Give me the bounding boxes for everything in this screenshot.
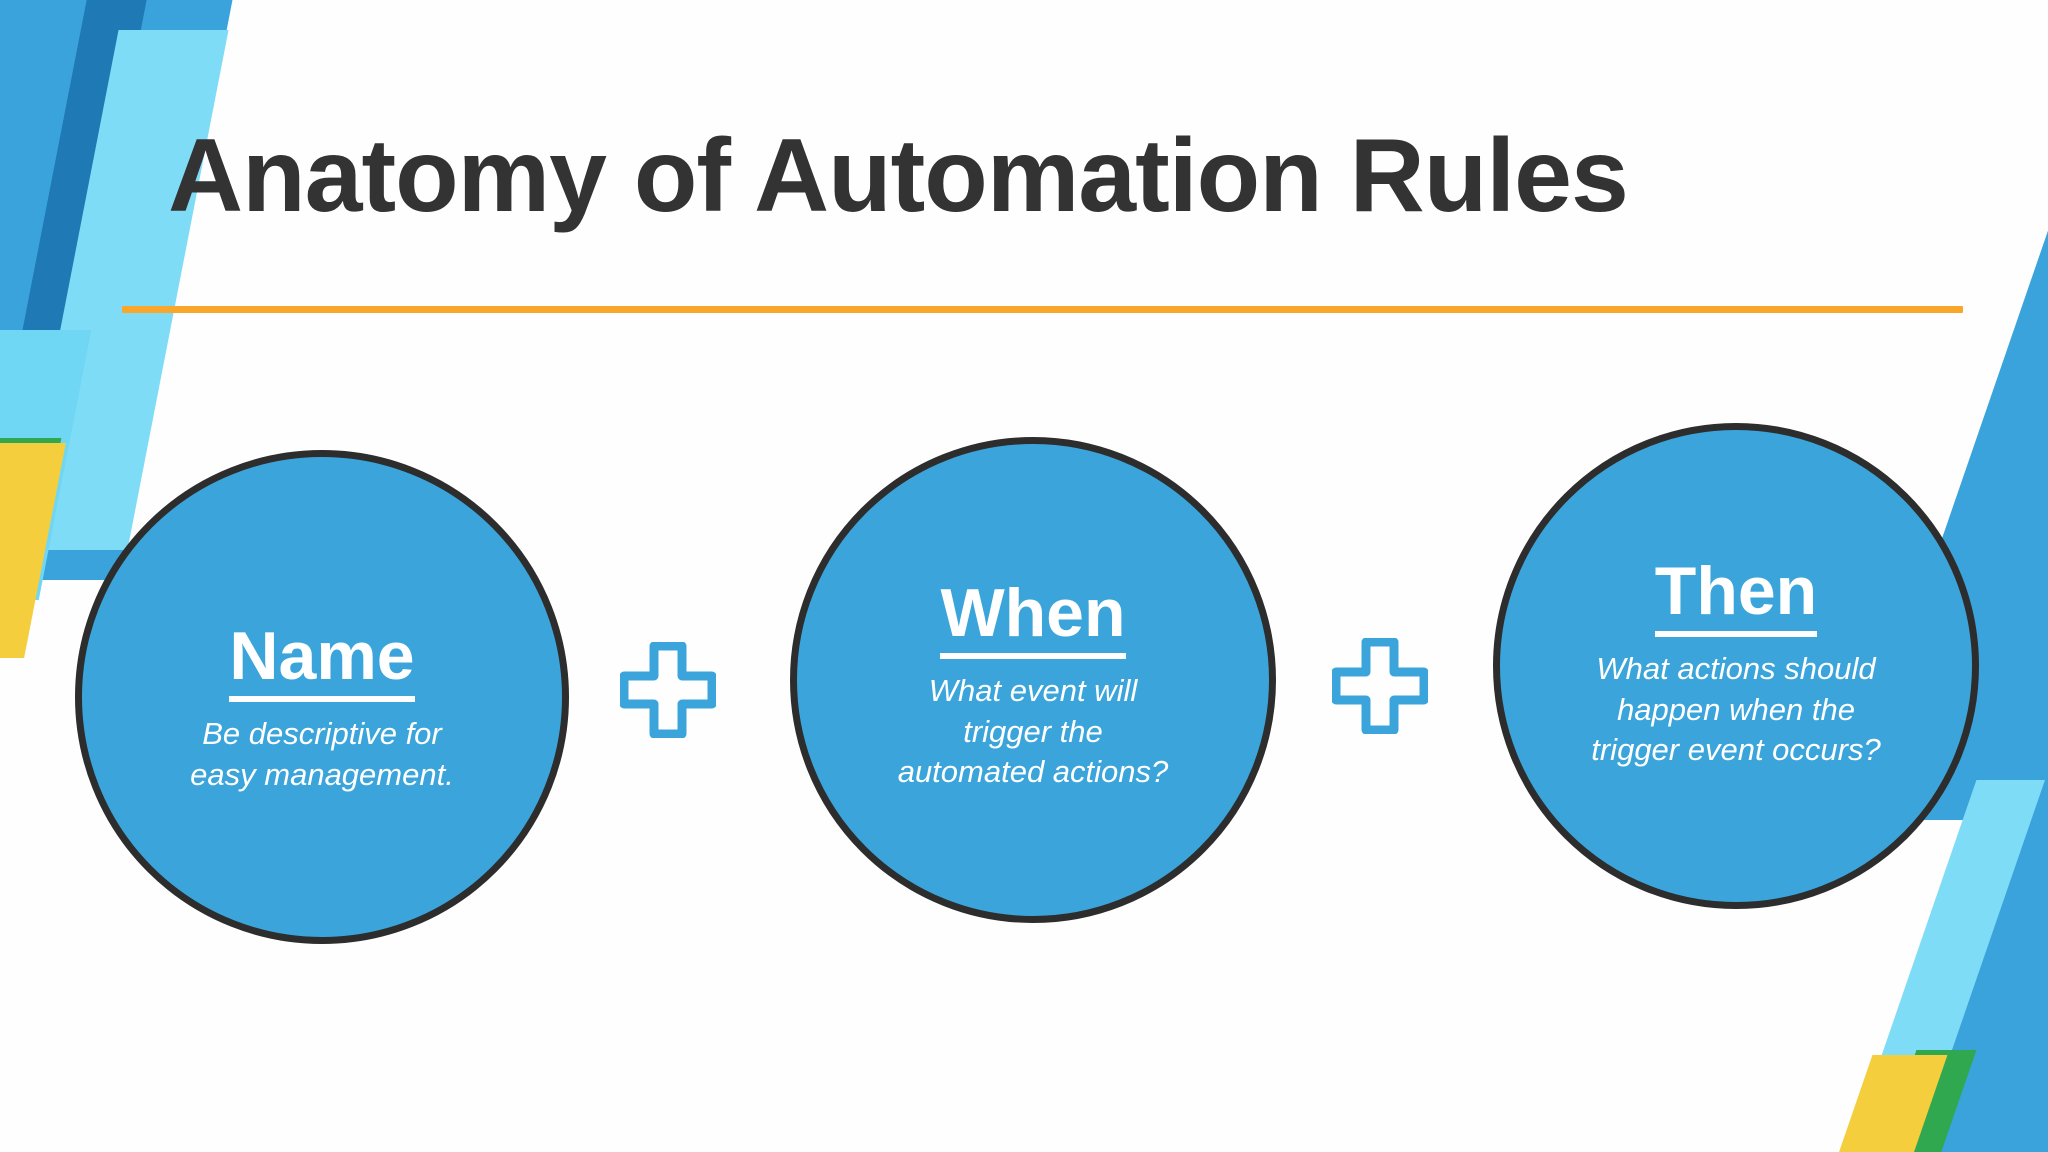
circle-name-content: Name Be descriptive for easy management.: [172, 622, 472, 796]
circle-when-content: When What event will trigger the automat…: [893, 579, 1173, 794]
circle-name[interactable]: Name Be descriptive for easy management.: [75, 450, 569, 944]
circle-when-heading: When: [940, 579, 1126, 659]
plus-icon: [619, 641, 717, 739]
circle-name-body: Be descriptive for easy management.: [190, 716, 454, 792]
title-underline-rule: [122, 306, 1963, 313]
circle-then[interactable]: Then What actions should happen when the…: [1493, 423, 1979, 909]
circle-then-content: Then What actions should happen when the…: [1571, 557, 1901, 772]
plus-icon: [1331, 637, 1429, 735]
circle-name-heading: Name: [229, 622, 415, 703]
slide-title: Anatomy of Automation Rules: [168, 118, 1629, 234]
circle-then-body: What actions should happen when the trig…: [1591, 650, 1881, 768]
circle-then-heading: Then: [1654, 557, 1818, 637]
circle-when[interactable]: When What event will trigger the automat…: [790, 437, 1276, 923]
circle-when-body: What event will trigger the automated ac…: [897, 672, 1169, 790]
